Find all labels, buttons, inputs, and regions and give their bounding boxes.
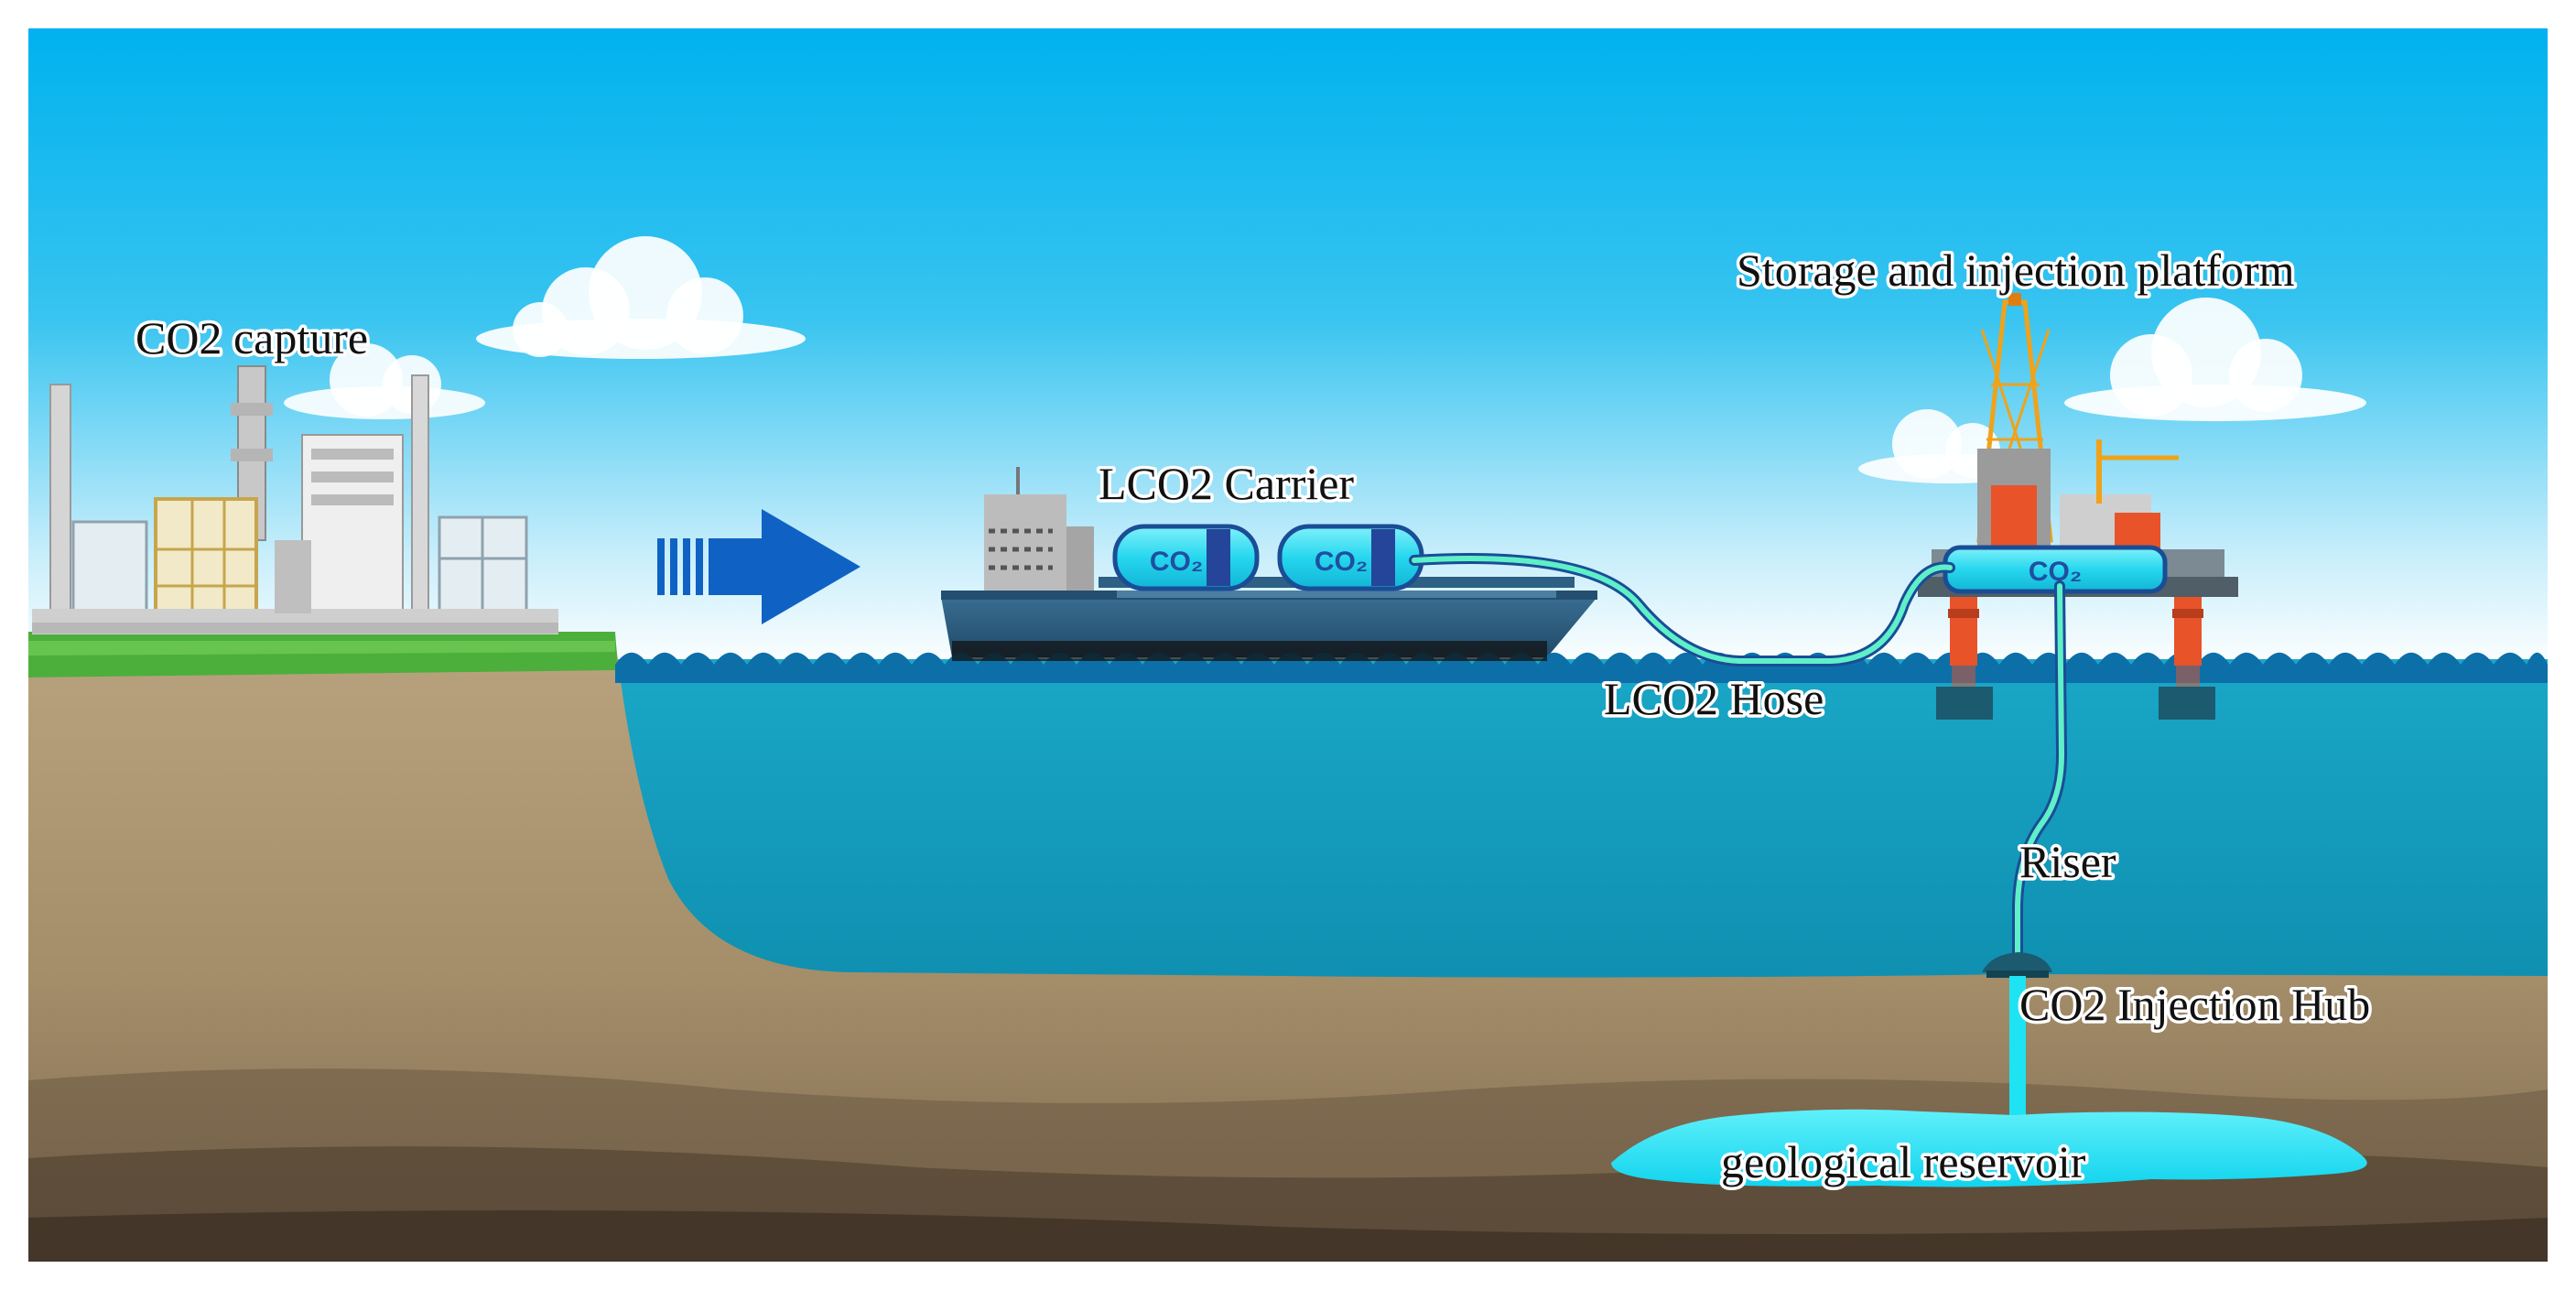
co2-injection-hub bbox=[1982, 952, 2052, 978]
label-injection-hub: CO2 Injection Hub bbox=[2019, 979, 2370, 1030]
sea bbox=[615, 659, 2548, 989]
cloud-icon bbox=[2064, 298, 2366, 421]
label-storage-platform: Storage and injection platform bbox=[1737, 244, 2295, 296]
capture-plant bbox=[32, 365, 558, 634]
tank-label: CO₂ bbox=[1150, 547, 1203, 577]
label-lco2-hose: LCO2 Hose bbox=[1604, 673, 1824, 724]
tank-label: CO₂ bbox=[1315, 547, 1368, 577]
geological-reservoir bbox=[1611, 1109, 2367, 1187]
tank-label: CO₂ bbox=[2029, 557, 2082, 587]
label-lco2-carrier: LCO2 Carrier bbox=[1099, 458, 1354, 509]
cloud-icon bbox=[476, 236, 806, 359]
label-riser: Riser bbox=[2019, 836, 2116, 887]
injection-well bbox=[2009, 976, 2026, 1122]
ship-tank-1: CO₂ bbox=[1112, 524, 1260, 591]
label-co2-capture: CO2 capture bbox=[135, 312, 368, 363]
ship-hull-waterline bbox=[952, 641, 1547, 661]
ship-tank-2: CO₂ bbox=[1277, 524, 1424, 591]
label-geological-reservoir: geological reservoir bbox=[1721, 1136, 2086, 1187]
lco2-hose bbox=[1409, 553, 1955, 667]
grass-strip bbox=[28, 632, 618, 678]
flow-arrow-icon bbox=[657, 509, 860, 624]
riser-pipe bbox=[2012, 580, 2068, 976]
